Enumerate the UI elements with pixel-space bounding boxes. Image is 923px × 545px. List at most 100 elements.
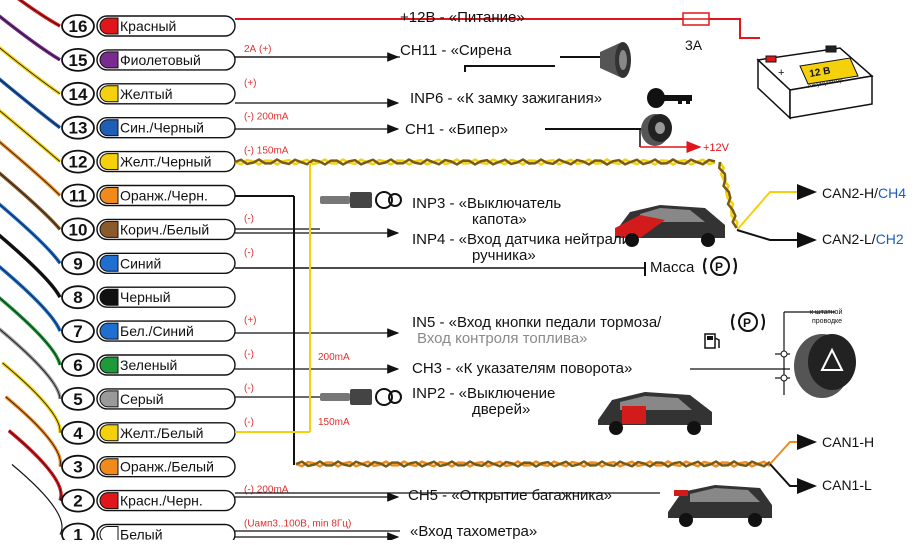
wire-color-label: Белый — [120, 527, 163, 541]
pin-number: 6 — [73, 356, 82, 375]
wire-note: (Uамп3..100В, min 8Гц) — [244, 519, 351, 530]
car-door-icon — [598, 392, 712, 435]
battery-icon: 12 В Аккумулятор + — [756, 45, 874, 120]
wire-color-swatch — [99, 153, 119, 171]
fuel-icon — [704, 333, 720, 349]
wire-label-box — [96, 456, 236, 478]
function-label-9: INP4 - «Вход датчика нейтрали/ — [412, 231, 635, 248]
siren-icon — [235, 42, 631, 78]
wire-color-swatch — [99, 356, 119, 374]
function-label-14: INP6 - «К замку зажигания» — [410, 90, 602, 107]
function-label-10: INP3 - «Выключатель — [412, 195, 561, 212]
wire-label-box — [96, 116, 236, 139]
wire-color-label: Красн./Черн. — [120, 493, 203, 509]
fuse-label: 3А — [685, 37, 703, 53]
fan-wire-3 — [4, 395, 63, 468]
door-switch-icon — [235, 388, 402, 406]
wire-note: (-) — [244, 349, 254, 360]
wire-note: (-) — [244, 247, 254, 258]
wire-label-box — [96, 15, 236, 37]
fan-wire-4 — [1, 361, 62, 434]
function-label-5-line2: дверей» — [472, 401, 530, 418]
pin-number: 4 — [73, 424, 83, 443]
pin-row-6: 6 Зеленый (-) — [61, 349, 254, 377]
wire-note: (-) 200mA — [244, 485, 289, 496]
battery-label: 12 В — [809, 65, 832, 80]
wire-label-box — [96, 320, 236, 342]
beeper-plus12v: +12V — [703, 142, 730, 154]
pin-number: 9 — [73, 254, 82, 273]
function-label-2: СН5 - «Открытие багажника» — [408, 487, 612, 504]
function-label-1: «Вход тахометра» — [410, 523, 537, 540]
wire-color-swatch — [99, 458, 119, 476]
function-label-16: +12В - «Питание» — [400, 9, 525, 26]
wire-color-swatch — [99, 187, 119, 204]
function-label-6: СН3 - «К указателям поворота» — [412, 360, 632, 377]
wire-color-swatch — [99, 322, 119, 340]
pin-row-8: 8 Черный — [61, 285, 236, 310]
hood-switch-icon — [235, 191, 402, 230]
can2l-label: CAN2-L/CH2 — [822, 231, 904, 247]
wire-color-label: Син./Черный — [120, 120, 204, 136]
function-label-15: СН11 - «Сирена — [400, 42, 512, 59]
wire-note: (-) — [244, 383, 254, 394]
wire-color-swatch — [99, 220, 119, 238]
can2-twist — [234, 158, 716, 166]
can1h-label: CAN1-H — [822, 434, 874, 450]
wire-color-label: Зеленый — [120, 357, 177, 373]
can-labels: CAN2-H/CH4 CAN2-L/CH2 CAN1-H CAN1-L — [822, 185, 906, 493]
wire-label-box — [96, 388, 236, 410]
wire-color-swatch — [99, 85, 119, 103]
pin-number: 5 — [73, 390, 82, 409]
wire-note: 2А (+) — [244, 44, 272, 55]
wire-color-swatch — [99, 424, 119, 442]
pin-number: 2 — [73, 492, 82, 511]
car-trunk-icon — [235, 485, 772, 527]
pin-number: 16 — [69, 17, 88, 36]
ma150-label: 150mA — [318, 417, 350, 428]
function-label-9-line2: ручника» — [472, 247, 536, 264]
wire-color-swatch — [99, 492, 119, 510]
wire-note: (+) — [244, 315, 257, 326]
wire-color-swatch — [99, 51, 119, 69]
can2h-label: CAN2-H/CH4 — [822, 185, 906, 201]
function-label-13: СН1 - «Бипер» — [405, 121, 508, 138]
function-label-7-line2: Вход контроля топлива» — [417, 330, 588, 347]
car-hood-icon — [615, 205, 725, 247]
key-icon — [647, 88, 692, 108]
pin-row-9: 9 Синий (-) — [61, 247, 254, 276]
wire-color-label: Бел./Синий — [120, 323, 194, 339]
ma200-label: 200mA — [318, 352, 350, 363]
wire-color-label: Черный — [120, 289, 171, 305]
fan-wire-2 — [7, 429, 63, 502]
function-label-8: Масса — [650, 259, 695, 276]
wire-color-label: Синий — [120, 255, 161, 271]
wire-color-label: Желт./Черный — [120, 154, 211, 170]
pin-number: 8 — [73, 288, 82, 307]
wire-label-box — [96, 489, 236, 512]
wire-note: (-) 150mA — [244, 146, 289, 157]
hazard-button-icon: к штатной проводке — [690, 308, 856, 398]
fan-wire-7 — [0, 264, 62, 332]
wire-label-box — [96, 252, 236, 275]
parking-brake-icon: P — [703, 256, 737, 276]
svg-text:P: P — [743, 316, 751, 330]
wire-color-label: Фиолетовый — [120, 52, 201, 68]
wire-note: (+) — [244, 78, 257, 89]
can-twisted-pairs — [234, 158, 817, 494]
pin-number: 12 — [69, 153, 88, 172]
ground-line — [235, 262, 646, 276]
wire-color-label: Корич./Белый — [120, 221, 209, 237]
wire-note: (-) 200mA — [244, 112, 289, 123]
